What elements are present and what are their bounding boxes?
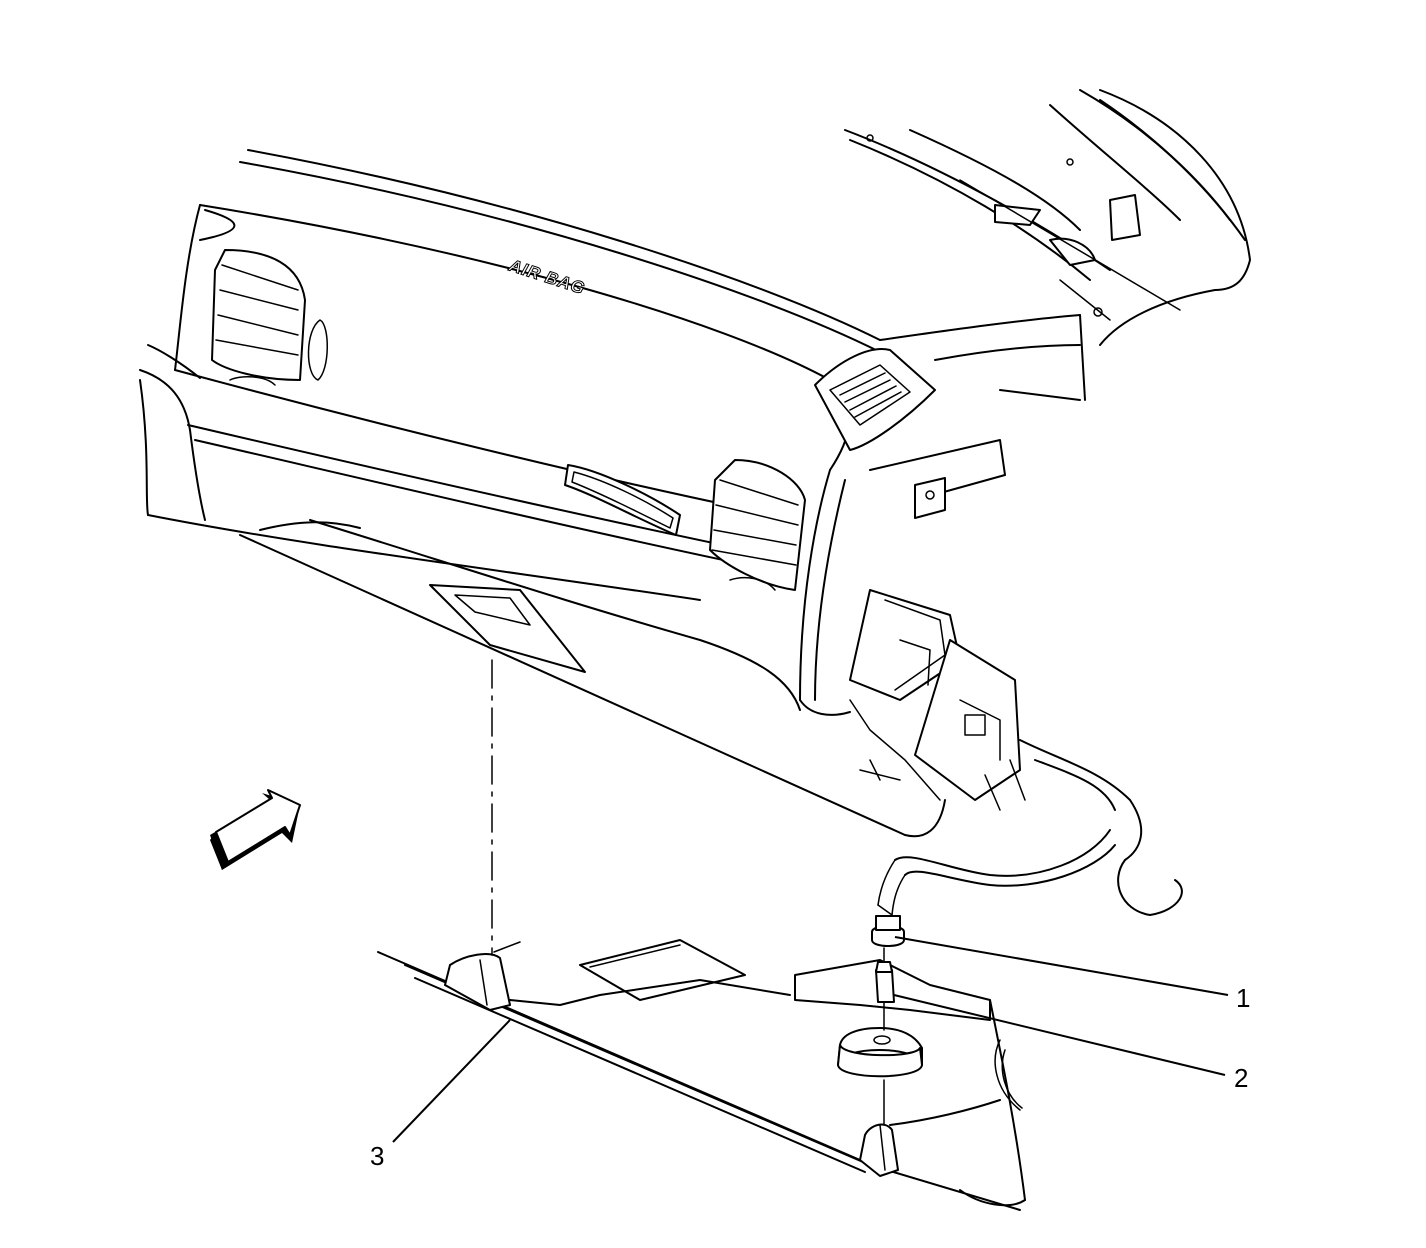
airbag-label: AIR BAG (506, 255, 588, 298)
airbag-emblem: AIR BAG (505, 255, 588, 299)
callout-1-leader (894, 936, 1229, 996)
bulb (875, 961, 895, 1003)
left-air-vent (211, 249, 328, 386)
right-air-vent (709, 459, 806, 591)
grommet (837, 1027, 923, 1078)
callout-2-number: 2 (1234, 1063, 1248, 1093)
upper-structure (844, 89, 1251, 346)
glove-box-handle (429, 584, 586, 673)
centerlines (491, 659, 885, 1126)
lower-trim-panel (377, 939, 1026, 1211)
callout-3-number: 3 (370, 1141, 384, 1171)
defrost-vent (814, 348, 936, 451)
callout-3-leader (392, 1019, 511, 1143)
callout-1-number: 1 (1236, 983, 1250, 1013)
instrument-panel (139, 149, 1086, 838)
socket-connector (871, 915, 905, 947)
callout-2-leader (893, 994, 1226, 1076)
electrical-center (849, 589, 1026, 811)
wiring-harness (877, 739, 1183, 916)
direction-arrow-icon (210, 789, 301, 870)
nameplate-emblem (564, 464, 681, 536)
callouts: 1 2 3 (370, 936, 1250, 1171)
